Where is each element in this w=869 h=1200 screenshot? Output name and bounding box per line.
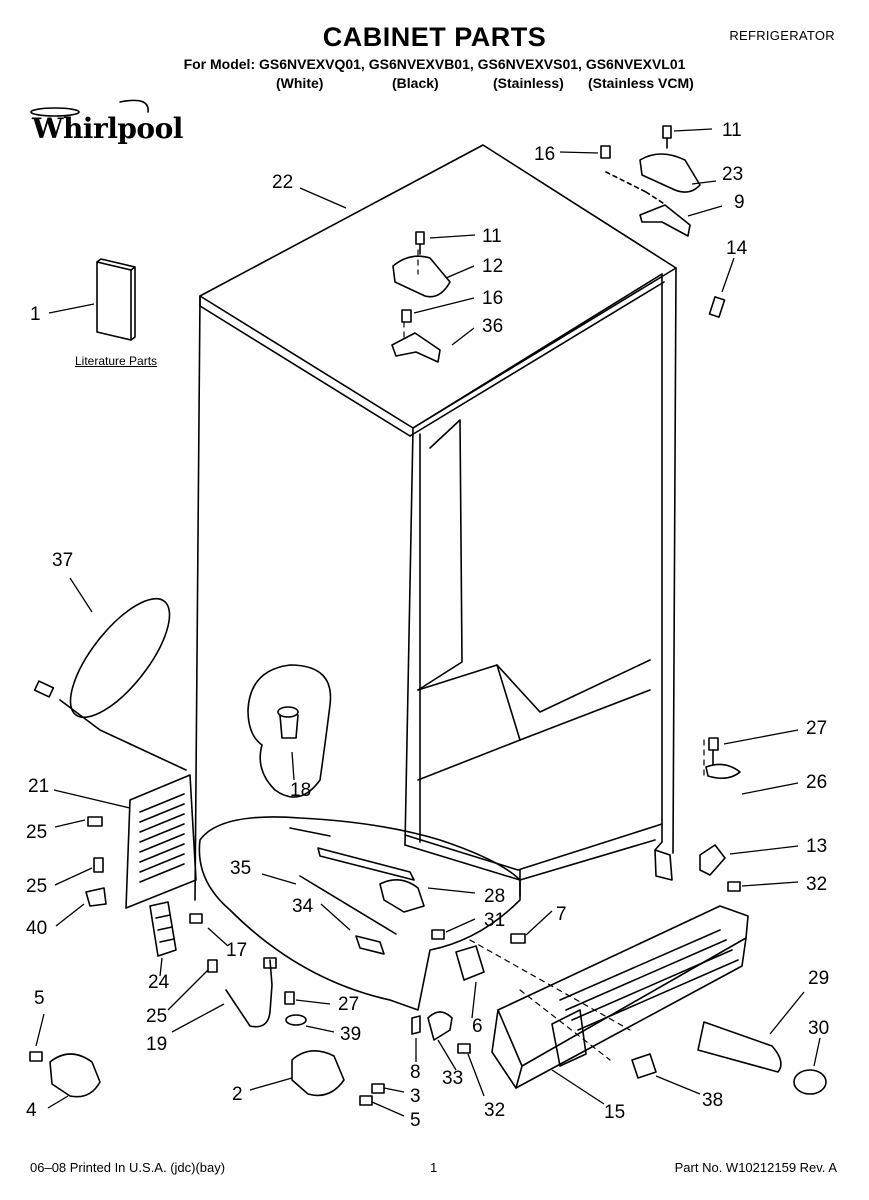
logo-swoosh-tail xyxy=(119,99,149,113)
category-label: REFRIGERATOR xyxy=(729,28,835,43)
access-panel xyxy=(247,664,332,798)
callout-26: 26 xyxy=(806,772,827,793)
filter-bypass-38 xyxy=(631,1053,657,1079)
top-hinge-cover xyxy=(639,153,701,193)
variant-stainless: (Stainless) xyxy=(493,75,564,91)
model-list: For Model: GS6NVEXVQ01, GS6NVEXVB01, GS6… xyxy=(183,56,686,72)
filter-cap xyxy=(793,1069,827,1095)
relay-component xyxy=(49,1053,101,1098)
callout-32b: 32 xyxy=(484,1100,505,1121)
callout-30: 30 xyxy=(808,1018,829,1039)
callout-11b: 11 xyxy=(482,226,502,247)
door-stop xyxy=(708,296,726,318)
callout-17: 17 xyxy=(226,940,247,961)
callout-24: 24 xyxy=(148,972,170,993)
callout-14: 14 xyxy=(726,238,748,259)
toe-grille xyxy=(491,905,749,1089)
callout-13: 13 xyxy=(806,836,827,857)
callout-16a: 16 xyxy=(534,144,555,165)
power-cord-lead xyxy=(59,699,187,771)
callout-40: 40 xyxy=(26,918,47,939)
callout-27a: 27 xyxy=(806,718,827,739)
callout-2: 2 xyxy=(232,1084,243,1105)
top-hinge-bracket xyxy=(639,204,691,237)
lower-hinge-washer xyxy=(705,763,741,780)
defrost-heater xyxy=(317,847,415,881)
whirlpool-logo: Whirlpool xyxy=(32,112,183,145)
bracket-24 xyxy=(149,901,177,957)
drain-hose xyxy=(225,959,273,1028)
logo-swoosh xyxy=(30,107,80,117)
callout-36: 36 xyxy=(482,316,503,337)
water-filter xyxy=(697,1021,782,1073)
cabinet-shell xyxy=(194,144,677,901)
callout-5b: 5 xyxy=(410,1110,421,1131)
callout-16b: 16 xyxy=(482,288,503,309)
page-title: CABINET PARTS xyxy=(322,22,547,52)
callout-28: 28 xyxy=(484,886,505,907)
heater-block xyxy=(355,935,385,955)
part-number: Part No. W10212159 Rev. A xyxy=(674,1160,837,1175)
switch-component xyxy=(291,1050,345,1097)
callout-39: 39 xyxy=(340,1024,361,1045)
callout-22: 22 xyxy=(272,172,293,193)
part-33 xyxy=(427,1011,453,1041)
screws xyxy=(29,125,741,1106)
callout-7: 7 xyxy=(556,904,567,925)
callout-35: 35 xyxy=(230,858,251,879)
drain-fitting xyxy=(277,706,299,718)
callout-21: 21 xyxy=(28,776,49,797)
literature-parts-label: Literature Parts xyxy=(75,354,158,368)
callout-31: 31 xyxy=(484,910,505,931)
center-hinge-bracket xyxy=(391,332,441,363)
wire-clip xyxy=(85,887,107,907)
callout-3: 3 xyxy=(410,1086,421,1107)
callout-25c: 25 xyxy=(146,1006,167,1027)
power-cord-coil xyxy=(69,597,171,719)
variant-white: (White) xyxy=(276,75,324,91)
print-info: 06–08 Printed In U.S.A. (jdc)(bay) xyxy=(30,1160,226,1175)
callout-4: 4 xyxy=(26,1100,37,1121)
small-bracket-8 xyxy=(411,1015,421,1035)
callout-38: 38 xyxy=(702,1090,723,1111)
callout-11a: 11 xyxy=(722,120,742,141)
callout-25a: 25 xyxy=(26,822,47,843)
page-number: 1 xyxy=(430,1160,438,1175)
callout-33: 33 xyxy=(442,1068,463,1089)
callout-25b: 25 xyxy=(26,876,47,897)
washer-39 xyxy=(285,1014,307,1026)
variant-black: (Black) xyxy=(392,75,439,91)
callout-8: 8 xyxy=(410,1062,421,1083)
control-module xyxy=(455,945,485,981)
literature-booklet xyxy=(96,261,132,341)
callout-34: 34 xyxy=(292,896,314,917)
variant-stainless-vcm: (Stainless VCM) xyxy=(588,75,694,91)
callout-27b: 27 xyxy=(338,994,359,1015)
callout-6: 6 xyxy=(472,1016,483,1037)
heater-rod xyxy=(299,875,397,935)
callout-12: 12 xyxy=(482,256,503,277)
callout-15: 15 xyxy=(604,1102,625,1123)
callout-37: 37 xyxy=(52,550,73,571)
side-grille xyxy=(125,774,197,909)
callout-29: 29 xyxy=(808,968,829,989)
callout-1: 1 xyxy=(30,304,41,325)
callout-5a: 5 xyxy=(34,988,45,1009)
callout-19: 19 xyxy=(146,1034,167,1055)
heater-bracket xyxy=(379,879,425,913)
center-hinge-cover xyxy=(392,255,451,298)
lower-hinge-bracket xyxy=(699,844,726,876)
base-panel xyxy=(198,816,521,1011)
power-cord-plug xyxy=(33,680,55,698)
callout-18: 18 xyxy=(290,780,311,801)
callout-9: 9 xyxy=(734,192,745,213)
callout-23: 23 xyxy=(722,164,743,185)
callout-32a: 32 xyxy=(806,874,827,895)
